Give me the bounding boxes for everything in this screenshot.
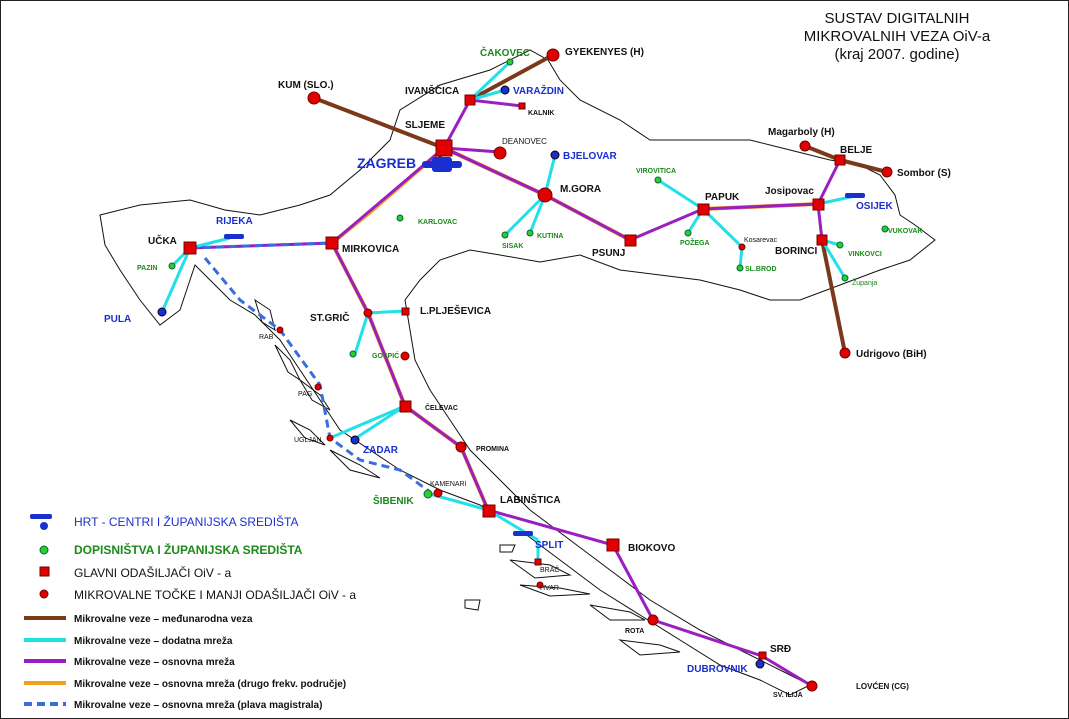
title-line-1: SUSTAV DIGITALNIH	[824, 10, 970, 27]
basic-other-band-links	[329, 146, 819, 511]
label-varazdin: VARAŽDIN	[513, 84, 564, 97]
label-stgric: ST.GRIČ	[310, 311, 349, 324]
label-mirkovica: MIRKOVICA	[342, 244, 399, 255]
label-lpljesevica: L.PLJEŠEVICA	[420, 304, 491, 317]
legend-hrt: HRT - CENTRI I ŽUPANIJSKA SREDIŠTA	[74, 514, 298, 529]
label-sibenik: ŠIBENIK	[373, 494, 414, 507]
label-zagreb: ZAGREB	[357, 155, 416, 171]
label-kosarevac: Kosarevac	[744, 237, 778, 244]
legend-international: Mikrovalne veze – međunarodna veza	[74, 614, 253, 625]
legend-symbols	[24, 514, 66, 706]
label-labinstica: LABINŠTICA	[500, 493, 561, 506]
label-kalnik: KALNIK	[528, 110, 554, 117]
legend-glavni: GLAVNI ODAŠILJAČI OiV - a	[74, 565, 231, 580]
croatia-outline	[99, 49, 936, 696]
label-rota: ROTA	[625, 628, 644, 635]
label-vukovar: VUKOVAR	[888, 228, 922, 235]
label-brac: BRAČ	[540, 565, 559, 574]
additional-links	[160, 60, 856, 562]
correspondent-points	[168, 58, 889, 499]
islands	[254, 298, 681, 656]
label-osijek: OSIJEK	[856, 201, 893, 212]
label-pula: PULA	[104, 314, 131, 325]
label-virovitica: VIROVITICA	[636, 168, 676, 175]
label-promina: PROMINA	[476, 446, 509, 453]
microwave-points	[276, 48, 893, 692]
label-svilija: SV. ILIJA	[773, 692, 803, 699]
label-lovcen: LOVĆEN (CG)	[856, 682, 909, 691]
label-srd: SRĐ	[770, 644, 791, 655]
label-vinkovci: VINKOVCI	[848, 251, 882, 258]
label-karlovac: KARLOVAC	[418, 219, 457, 226]
label-slbrod: SL.BROD	[745, 266, 777, 273]
label-belje: BELJE	[840, 145, 873, 156]
label-kum: KUM (SLO.)	[278, 80, 334, 91]
label-pag: PAG	[298, 391, 312, 398]
legend-blue: Mikrovalne veze – osnovna mreža (plava m…	[74, 700, 322, 711]
label-cakovec: ČAKOVEC	[480, 46, 530, 59]
label-magarboly: Magarboly (H)	[768, 127, 835, 138]
title-line-3: (kraj 2007. godine)	[834, 46, 960, 63]
label-celevac: ČELEVAC	[425, 403, 458, 412]
legend-basic-other: Mikrovalne veze – osnovna mreža (drugo f…	[74, 679, 346, 690]
main-transmitters	[183, 94, 846, 660]
label-papuk: PAPUK	[705, 192, 740, 203]
label-sljeme: SLJEME	[405, 120, 445, 131]
label-deanovec: DEANOVEC	[502, 137, 547, 146]
label-bjelovar: BJELOVAR	[563, 151, 617, 162]
hrt-centers	[157, 85, 765, 669]
label-hvar: HVAR	[540, 585, 559, 592]
blue-backbone	[189, 241, 431, 494]
label-borinci: BORINCI	[775, 246, 817, 257]
label-zupanja: Županja	[852, 278, 877, 287]
label-split: SPLIT	[535, 540, 563, 551]
label-udrigovo: Udrigovo (BiH)	[856, 349, 927, 360]
label-zadar: ZADAR	[363, 445, 399, 456]
label-gyekenyes: GYEKENYES (H)	[565, 47, 644, 58]
label-rijeka: RIJEKA	[216, 216, 253, 227]
label-ivanscica: IVANŠČICA	[405, 84, 459, 97]
label-dubrovnik: DUBROVNIK	[687, 664, 748, 675]
legend-dopisnistva: DOPISNIŠTVA I ŽUPANIJSKA SREDIŠTA	[74, 542, 303, 557]
map-title: SUSTAV DIGITALNIH MIKROVALNIH VEZA OiV-a…	[767, 10, 1027, 64]
label-ucka: UČKA	[148, 234, 177, 247]
label-sisak: SISAK	[502, 243, 523, 250]
label-pozega: POŽEGA	[680, 238, 710, 247]
label-josipovac: Josipovac	[765, 186, 814, 197]
legend-tocke: MIKROVALNE TOČKE I MANJI ODAŠILJAČI OiV …	[74, 587, 356, 602]
label-biokovo: BIOKOVO	[628, 543, 675, 554]
title-line-2: MIKROVALNIH VEZA OiV-a	[803, 28, 991, 45]
hrt-center-icons	[224, 157, 865, 536]
label-mgora: M.GORA	[560, 184, 601, 195]
label-kamenari: KAMENARI	[430, 481, 467, 488]
label-kutina: KUTINA	[537, 233, 563, 240]
label-psunj: PSUNJ	[592, 248, 625, 259]
legend-additional: Mikrovalne veze – dodatna mreža	[74, 636, 233, 647]
label-pazin: PAZIN	[137, 265, 157, 272]
label-gospic: GOSPIĆ	[372, 351, 399, 360]
label-ugljan: UGLJAN	[294, 437, 322, 444]
label-sombor: Sombor (S)	[897, 168, 951, 179]
label-rab: RAB	[259, 334, 274, 341]
legend-basic: Mikrovalne veze – osnovna mreža	[74, 657, 235, 668]
international-links	[312, 53, 889, 355]
